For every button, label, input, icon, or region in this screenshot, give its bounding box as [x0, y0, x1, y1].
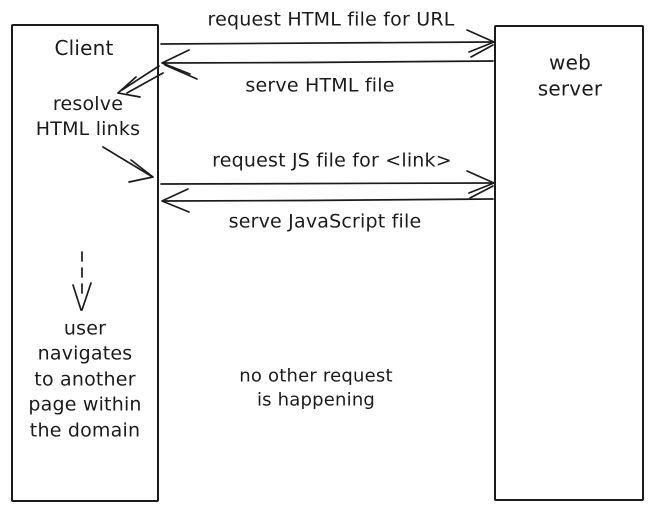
- resolve-links-in-arrow: [117, 65, 164, 98]
- arrow-head: [466, 29, 495, 53]
- message-arrow-serve-js: [161, 188, 494, 213]
- arrow-line: [163, 198, 494, 202]
- arrow-head-stroke: [164, 64, 198, 80]
- web-server-actor-title: web server: [537, 50, 603, 101]
- client-actor-box: [11, 24, 159, 502]
- note-no-other-request: no other request is happening: [239, 365, 393, 410]
- message-label-request-html: request HTML file for URL: [207, 8, 455, 31]
- web-server-actor-box: [494, 25, 644, 501]
- arrow-head: [81, 282, 92, 311]
- arrow-head: [161, 49, 191, 75]
- message-label-serve-html: serve HTML file: [245, 74, 395, 97]
- arrow-head: [72, 284, 82, 311]
- arrow-line: [121, 65, 160, 91]
- arrow-head-stroke: [470, 44, 494, 58]
- arrow-head-stroke: [469, 185, 494, 199]
- arrow-head: [466, 170, 495, 194]
- note-resolve-html-links: resolve HTML links: [35, 92, 141, 140]
- arrow-head: [117, 76, 141, 98]
- arrow-line: [102, 146, 152, 177]
- message-label-serve-js: serve JavaScript file: [228, 210, 422, 233]
- resolve-links-out-arrow: [102, 146, 154, 183]
- message-arrow-serve-html: [161, 49, 494, 80]
- client-actor-title: Client: [54, 35, 114, 60]
- message-arrow-request-html: [160, 29, 495, 58]
- message-label-request-js: request JS file for <link>: [212, 149, 452, 172]
- arrow-head: [128, 159, 154, 183]
- arrow-line: [163, 60, 494, 64]
- arrow-line: [160, 182, 492, 185]
- arrow-line-second: [126, 72, 164, 94]
- arrow-line: [160, 41, 492, 45]
- message-arrow-request-js: [160, 170, 495, 199]
- note-user-navigates: user navigates to another page within th…: [28, 317, 142, 442]
- time-passing-dashed-arrow: [72, 251, 92, 311]
- arrow-head: [161, 188, 190, 213]
